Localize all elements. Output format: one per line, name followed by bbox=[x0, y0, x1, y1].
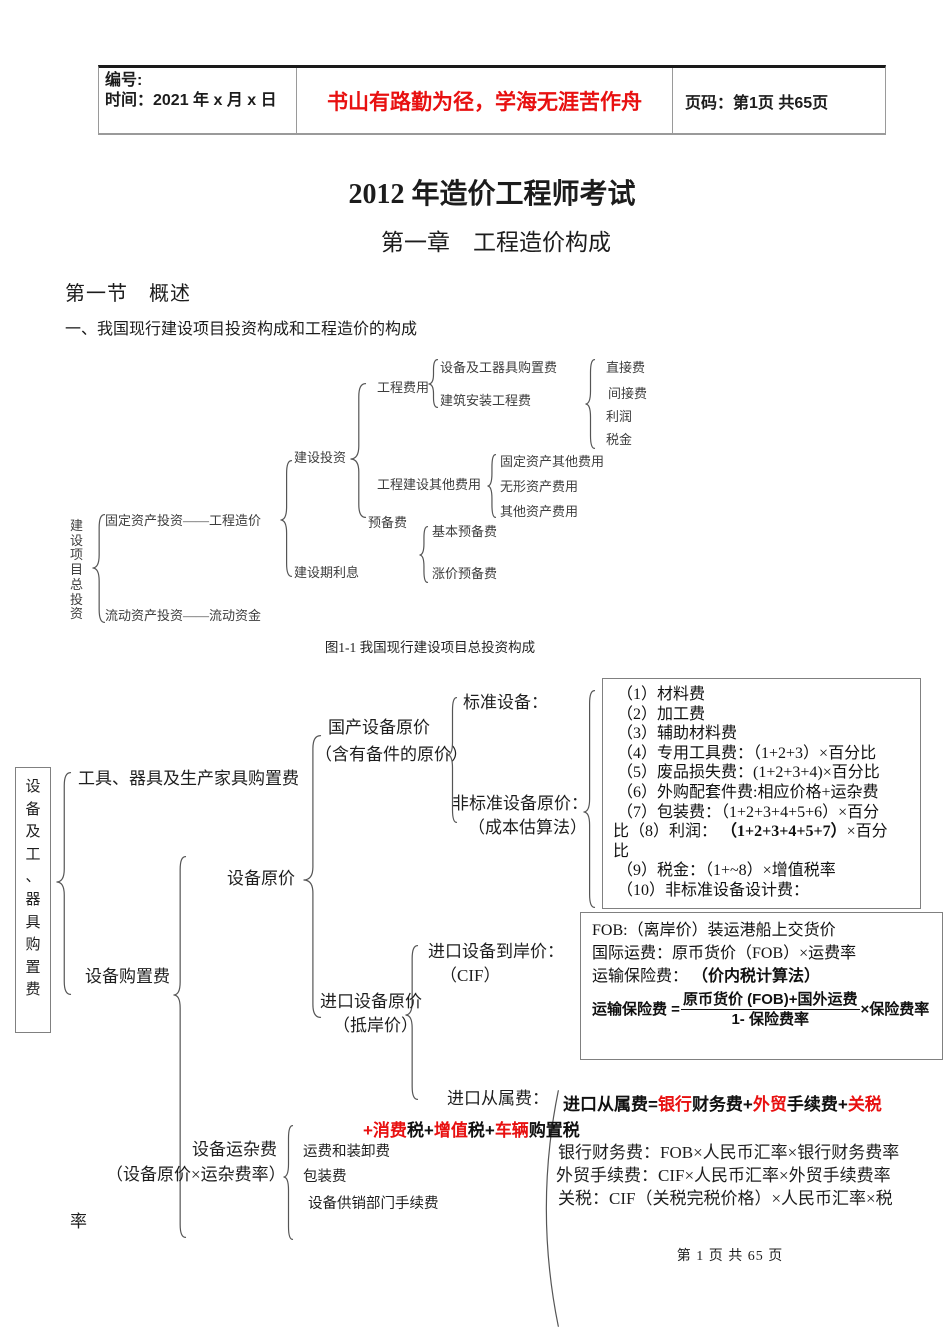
fig1-root: 建设项目总投资 bbox=[69, 518, 83, 622]
page-number-label: 页码：第1页 共65页 bbox=[685, 94, 829, 112]
fig2-import-fee-eq-line1: 进口从属费=银行财务费+外贸手续费+关税 bbox=[563, 1095, 882, 1114]
fig2-freight-item2: 包装费 bbox=[303, 1169, 347, 1185]
fob-line1: FOB:（离岸价）装运港船上交货价 bbox=[592, 922, 836, 939]
fig2-brace-price bbox=[303, 735, 322, 1018]
fig1-indirect-fee: 间接费 bbox=[608, 386, 648, 401]
doc-number-label: 编号: bbox=[105, 72, 143, 89]
fig2-paren-import-fee bbox=[545, 1090, 559, 1327]
header-table: 编号: 时间：2021 年 x 月 x 日 书山有路勤为径，学海无涯苦作舟 页码… bbox=[98, 65, 886, 135]
fig2-cost-box: （1）材料费 （2）加工费 （3）辅助材料费 （4）专用工具费：（1+2+3）×… bbox=[602, 678, 921, 909]
fig1-tax: 税金 bbox=[606, 432, 633, 447]
fig2-import-fee-eq-line2: +消费税+增值税+车辆购置税 bbox=[363, 1121, 580, 1140]
fig1-brace-construction bbox=[350, 383, 367, 518]
fig1-other-fee: 工程建设其他费用 bbox=[377, 477, 482, 492]
fig2-brace-domestic bbox=[447, 697, 458, 823]
fig2-tools-purchase: 工具、器具及生产家具购置费 bbox=[78, 769, 299, 788]
fig2-freight-item1: 运费和装卸费 bbox=[303, 1144, 390, 1160]
fig1-intangible-asset: 无形资产费用 bbox=[500, 479, 579, 494]
formula-numerator: 原币货价 (FOB)+国外运费 bbox=[680, 991, 860, 1010]
fig2-import-price: 进口设备原价 bbox=[320, 992, 422, 1011]
slogan-text: 书山有路勤为径，学海无涯苦作舟 bbox=[327, 90, 642, 114]
page-footer: 第 1 页 共 65 页 bbox=[676, 1249, 784, 1264]
fig2-standard: 标准设备： bbox=[463, 693, 548, 712]
chapter-title: 第一章 工程造价构成 bbox=[381, 230, 611, 255]
fig2-equipment-purchase: 设备购置费 bbox=[85, 967, 170, 986]
fig2-fob-box: FOB:（离岸价）装运港船上交货价 国际运费：原币货价（FOB）×运费率 运输保… bbox=[580, 912, 943, 1060]
fig2-tariff-wrap: 率 bbox=[70, 1212, 87, 1231]
fig2-bank-fee: 银行财务费：FOB×人民币汇率×银行财务费率 bbox=[558, 1143, 900, 1162]
fig2-tariff: 关税：CIF（关税完税价格）×人民币汇率×税 bbox=[558, 1189, 893, 1208]
fob-formula: 运输保险费 = 原币货价 (FOB)+国外运费 1- 保险费率 ×保险费率 bbox=[592, 991, 942, 1028]
fig1-brace-reserve bbox=[419, 526, 429, 583]
fig2-freight-item3: 设备供销部门手续费 bbox=[308, 1196, 439, 1212]
fig1-construction-install-fee: 建筑安装工程费 bbox=[440, 393, 532, 408]
formula-denominator: 1- 保险费率 bbox=[731, 1011, 809, 1028]
fig1-reserve-fee: 预备费 bbox=[368, 515, 408, 530]
fig1-price-reserve: 涨价预备费 bbox=[432, 566, 498, 581]
fig2-import-fee-label: 进口从属费： bbox=[447, 1089, 549, 1108]
fob-line2: 国际运费：原币货价（FOB）×运费率 bbox=[592, 945, 857, 962]
fig2-root-box: 设备及工、器具购置费 bbox=[15, 767, 51, 1033]
fig2-brace-root bbox=[56, 772, 72, 995]
section-title: 第一节 概述 bbox=[65, 283, 191, 305]
formula-rhs: ×保险费率 bbox=[860, 1001, 930, 1018]
formula-fraction: 原币货价 (FOB)+国外运费 1- 保险费率 bbox=[680, 991, 860, 1028]
fig2-import-price-sub: （抵岸价） bbox=[333, 1016, 418, 1035]
fig1-brace-root bbox=[92, 514, 106, 623]
fig2-domestic-price-sub: （含有备件的原价） bbox=[315, 745, 468, 764]
fig1-fixed-investment: 固定资产投资——工程造价 bbox=[105, 513, 262, 528]
fig2-cif-sub: （CIF） bbox=[440, 966, 501, 985]
fig1-equipment-tools-fee: 设备及工器具购置费 bbox=[440, 360, 558, 375]
fig1-construction-investment: 建设投资 bbox=[294, 450, 347, 465]
header-cell-slogan: 书山有路勤为径，学海无涯苦作舟 bbox=[297, 68, 673, 133]
fig1-profit: 利润 bbox=[606, 409, 633, 424]
fig1-basic-reserve: 基本预备费 bbox=[432, 524, 498, 539]
header-cell-meta: 编号: 时间：2021 年 x 月 x 日 bbox=[99, 68, 297, 133]
fig2-domestic-price: 国产设备原价 bbox=[328, 718, 430, 737]
fig2-nonstandard-sub: （成本估算法） bbox=[468, 818, 587, 837]
fig2-brace-purchase bbox=[173, 856, 187, 1238]
fob-line3: 运输保险费： （价内税计算法） bbox=[592, 968, 821, 985]
fig2-freight-fee-sub: （设备原价×运杂费率） bbox=[106, 1165, 286, 1184]
fig1-brace-fixed bbox=[280, 460, 293, 577]
doc-time-label: 时间：2021 年 x 月 x 日 bbox=[105, 92, 277, 109]
fig2-brace-nonstandard bbox=[583, 690, 596, 908]
header-cell-page: 页码：第1页 共65页 bbox=[673, 68, 885, 133]
fig1-fixed-asset-other: 固定资产其他费用 bbox=[500, 454, 605, 469]
fig1-direct-fee: 直接费 bbox=[606, 360, 646, 375]
fig2-trade-fee: 外贸手续费：CIF×人民币汇率×外贸手续费率 bbox=[556, 1166, 891, 1185]
fig1-brace-other bbox=[487, 454, 497, 518]
fig2-nonstandard: 非标准设备原价： bbox=[452, 794, 588, 813]
fig2-equipment-price: 设备原价 bbox=[227, 869, 295, 888]
fig2-freight-fee: 设备运杂费 bbox=[192, 1140, 277, 1159]
fig1-engineering-fee: 工程费用 bbox=[377, 380, 430, 395]
intro-heading: 一、我国现行建设项目投资构成和工程造价的构成 bbox=[65, 321, 418, 338]
fig1-other-asset: 其他资产费用 bbox=[500, 504, 579, 519]
fig1-caption: 图1-1 我国现行建设项目总投资构成 bbox=[324, 640, 536, 655]
fig2-brace-freight bbox=[283, 1125, 294, 1240]
fig1-brace-engineering bbox=[428, 359, 439, 408]
fig1-current-investment: 流动资产投资——流动资金 bbox=[105, 608, 262, 623]
document-title: 2012 年造价工程师考试 bbox=[348, 179, 636, 210]
fig1-brace-install bbox=[585, 359, 596, 449]
formula-lhs: 运输保险费 = bbox=[592, 1001, 680, 1018]
fig1-construction-interest: 建设期利息 bbox=[294, 565, 360, 580]
fig2-cif: 进口设备到岸价： bbox=[428, 942, 564, 961]
fig2-brace-import bbox=[405, 945, 419, 1100]
